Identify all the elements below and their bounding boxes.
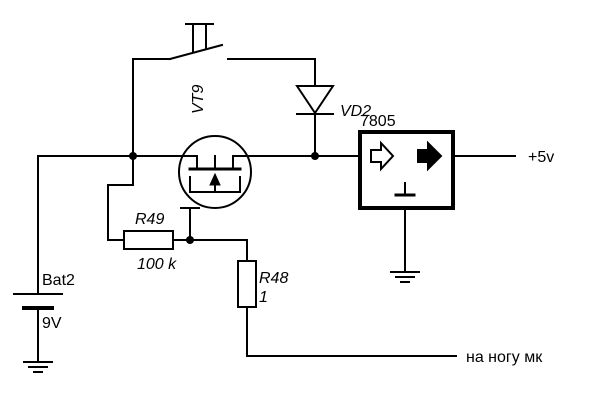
mosfet-vt9 (178, 135, 252, 241)
output-voltage-label: +5v (528, 149, 554, 166)
r48-value-label: 1 (259, 289, 268, 306)
mosfet-ref-label: VT9 (190, 85, 207, 114)
mcu-pin-label: на ногу мк (466, 349, 543, 366)
junction-dot (311, 152, 319, 160)
ground-symbol-battery (23, 361, 53, 373)
battery-ref-label: Bat2 (42, 272, 75, 289)
resistor-r48 (237, 239, 457, 357)
r49-value-label: 100 k (137, 256, 177, 273)
regulator-7805 (358, 130, 455, 210)
r49-ref-label: R49 (135, 211, 164, 228)
push-button-switch (132, 23, 316, 157)
ground-symbol-regulator (390, 207, 420, 283)
junction-dots (129, 152, 319, 244)
diode-vd2 (295, 85, 335, 157)
battery-bat2 (13, 293, 63, 310)
battery-value-label: 9V (42, 315, 62, 332)
junction-dot (129, 152, 137, 160)
resistor-r49 (107, 155, 248, 250)
r48-ref-label: R48 (259, 270, 288, 287)
regulator-ref-label: 7805 (360, 113, 396, 130)
diode-ref-label: VD2 (340, 103, 371, 120)
junction-dot (186, 236, 194, 244)
